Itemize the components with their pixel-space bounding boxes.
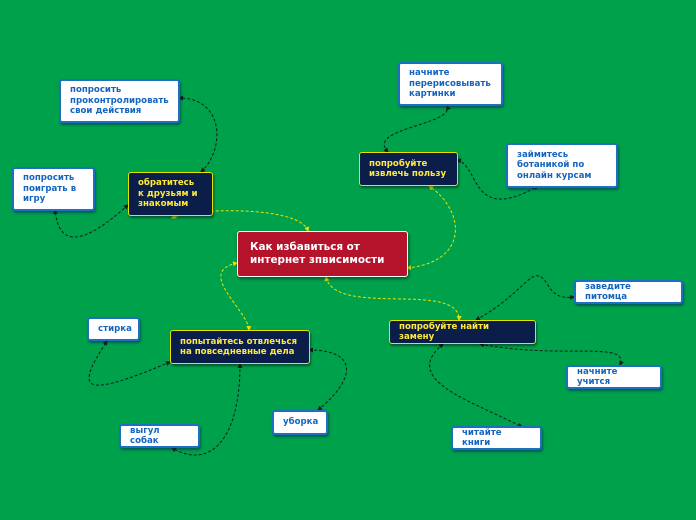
branch-daily-chores[interactable]: попытайтесь отвлечься на повседневные де… xyxy=(170,330,310,364)
link-b3-l7 xyxy=(308,347,347,411)
leaf-label: стирка xyxy=(98,323,132,334)
link-b4-l8 xyxy=(475,275,575,321)
leaf-label: попросить поиграть в игру xyxy=(23,173,77,205)
branch-label: попробуйте найти замену xyxy=(399,321,490,343)
leaf-label: выгул собак xyxy=(130,425,160,447)
link-center-b4 xyxy=(324,276,462,321)
link-b4-l10 xyxy=(429,343,523,428)
link-b2-l3 xyxy=(383,105,451,153)
branch-replacement[interactable]: попробуйте найти замену xyxy=(389,320,536,344)
link-center-b2 xyxy=(406,185,456,271)
branch-benefit[interactable]: попробуйте извлечь пользу xyxy=(359,152,458,186)
leaf-play-game[interactable]: попросить поиграть в игру xyxy=(12,167,95,211)
leaf-laundry[interactable]: стирка xyxy=(87,317,140,341)
leaf-dog-walking[interactable]: выгул собак xyxy=(119,424,200,448)
central-topic[interactable]: Как избавиться от интернет зпвисимости xyxy=(237,231,408,277)
branch-friends[interactable]: обратитесь к друзьям и знакомым xyxy=(128,172,213,216)
leaf-label: читайте книги xyxy=(462,427,502,449)
link-b4-l9 xyxy=(479,342,624,366)
leaf-read-books[interactable]: читайте книги xyxy=(451,426,542,450)
link-b3-l5 xyxy=(88,340,171,386)
branch-label: обратитесь к друзьям и знакомым xyxy=(138,178,198,210)
leaf-label: попросить проконтролировать свои действи… xyxy=(70,85,169,117)
leaf-label: заведите питомца xyxy=(585,281,631,303)
leaf-get-pet[interactable]: заведите питомца xyxy=(574,280,683,304)
leaf-cleaning[interactable]: уборка xyxy=(272,410,328,435)
central-topic-label: Как избавиться от интернет зпвисимости xyxy=(250,241,385,266)
leaf-label: начните учится xyxy=(577,366,618,388)
leaf-control-actions[interactable]: попросить проконтролировать свои действи… xyxy=(59,79,180,123)
leaf-label: займитесь ботаникой по онлайн курсам xyxy=(517,149,592,181)
branch-label: попытайтесь отвлечься на повседневные де… xyxy=(180,336,298,358)
leaf-redraw-pictures[interactable]: начните перерисовывать картинки xyxy=(398,62,503,106)
link-b1-l1 xyxy=(178,95,218,173)
branch-label: попробуйте извлечь пользу xyxy=(369,158,447,180)
leaf-label: уборка xyxy=(283,417,319,428)
leaf-botany-courses[interactable]: займитесь ботаникой по онлайн курсам xyxy=(506,143,618,188)
leaf-label: начните перерисовывать картинки xyxy=(409,68,491,100)
leaf-start-studying[interactable]: начните учится xyxy=(566,365,662,389)
